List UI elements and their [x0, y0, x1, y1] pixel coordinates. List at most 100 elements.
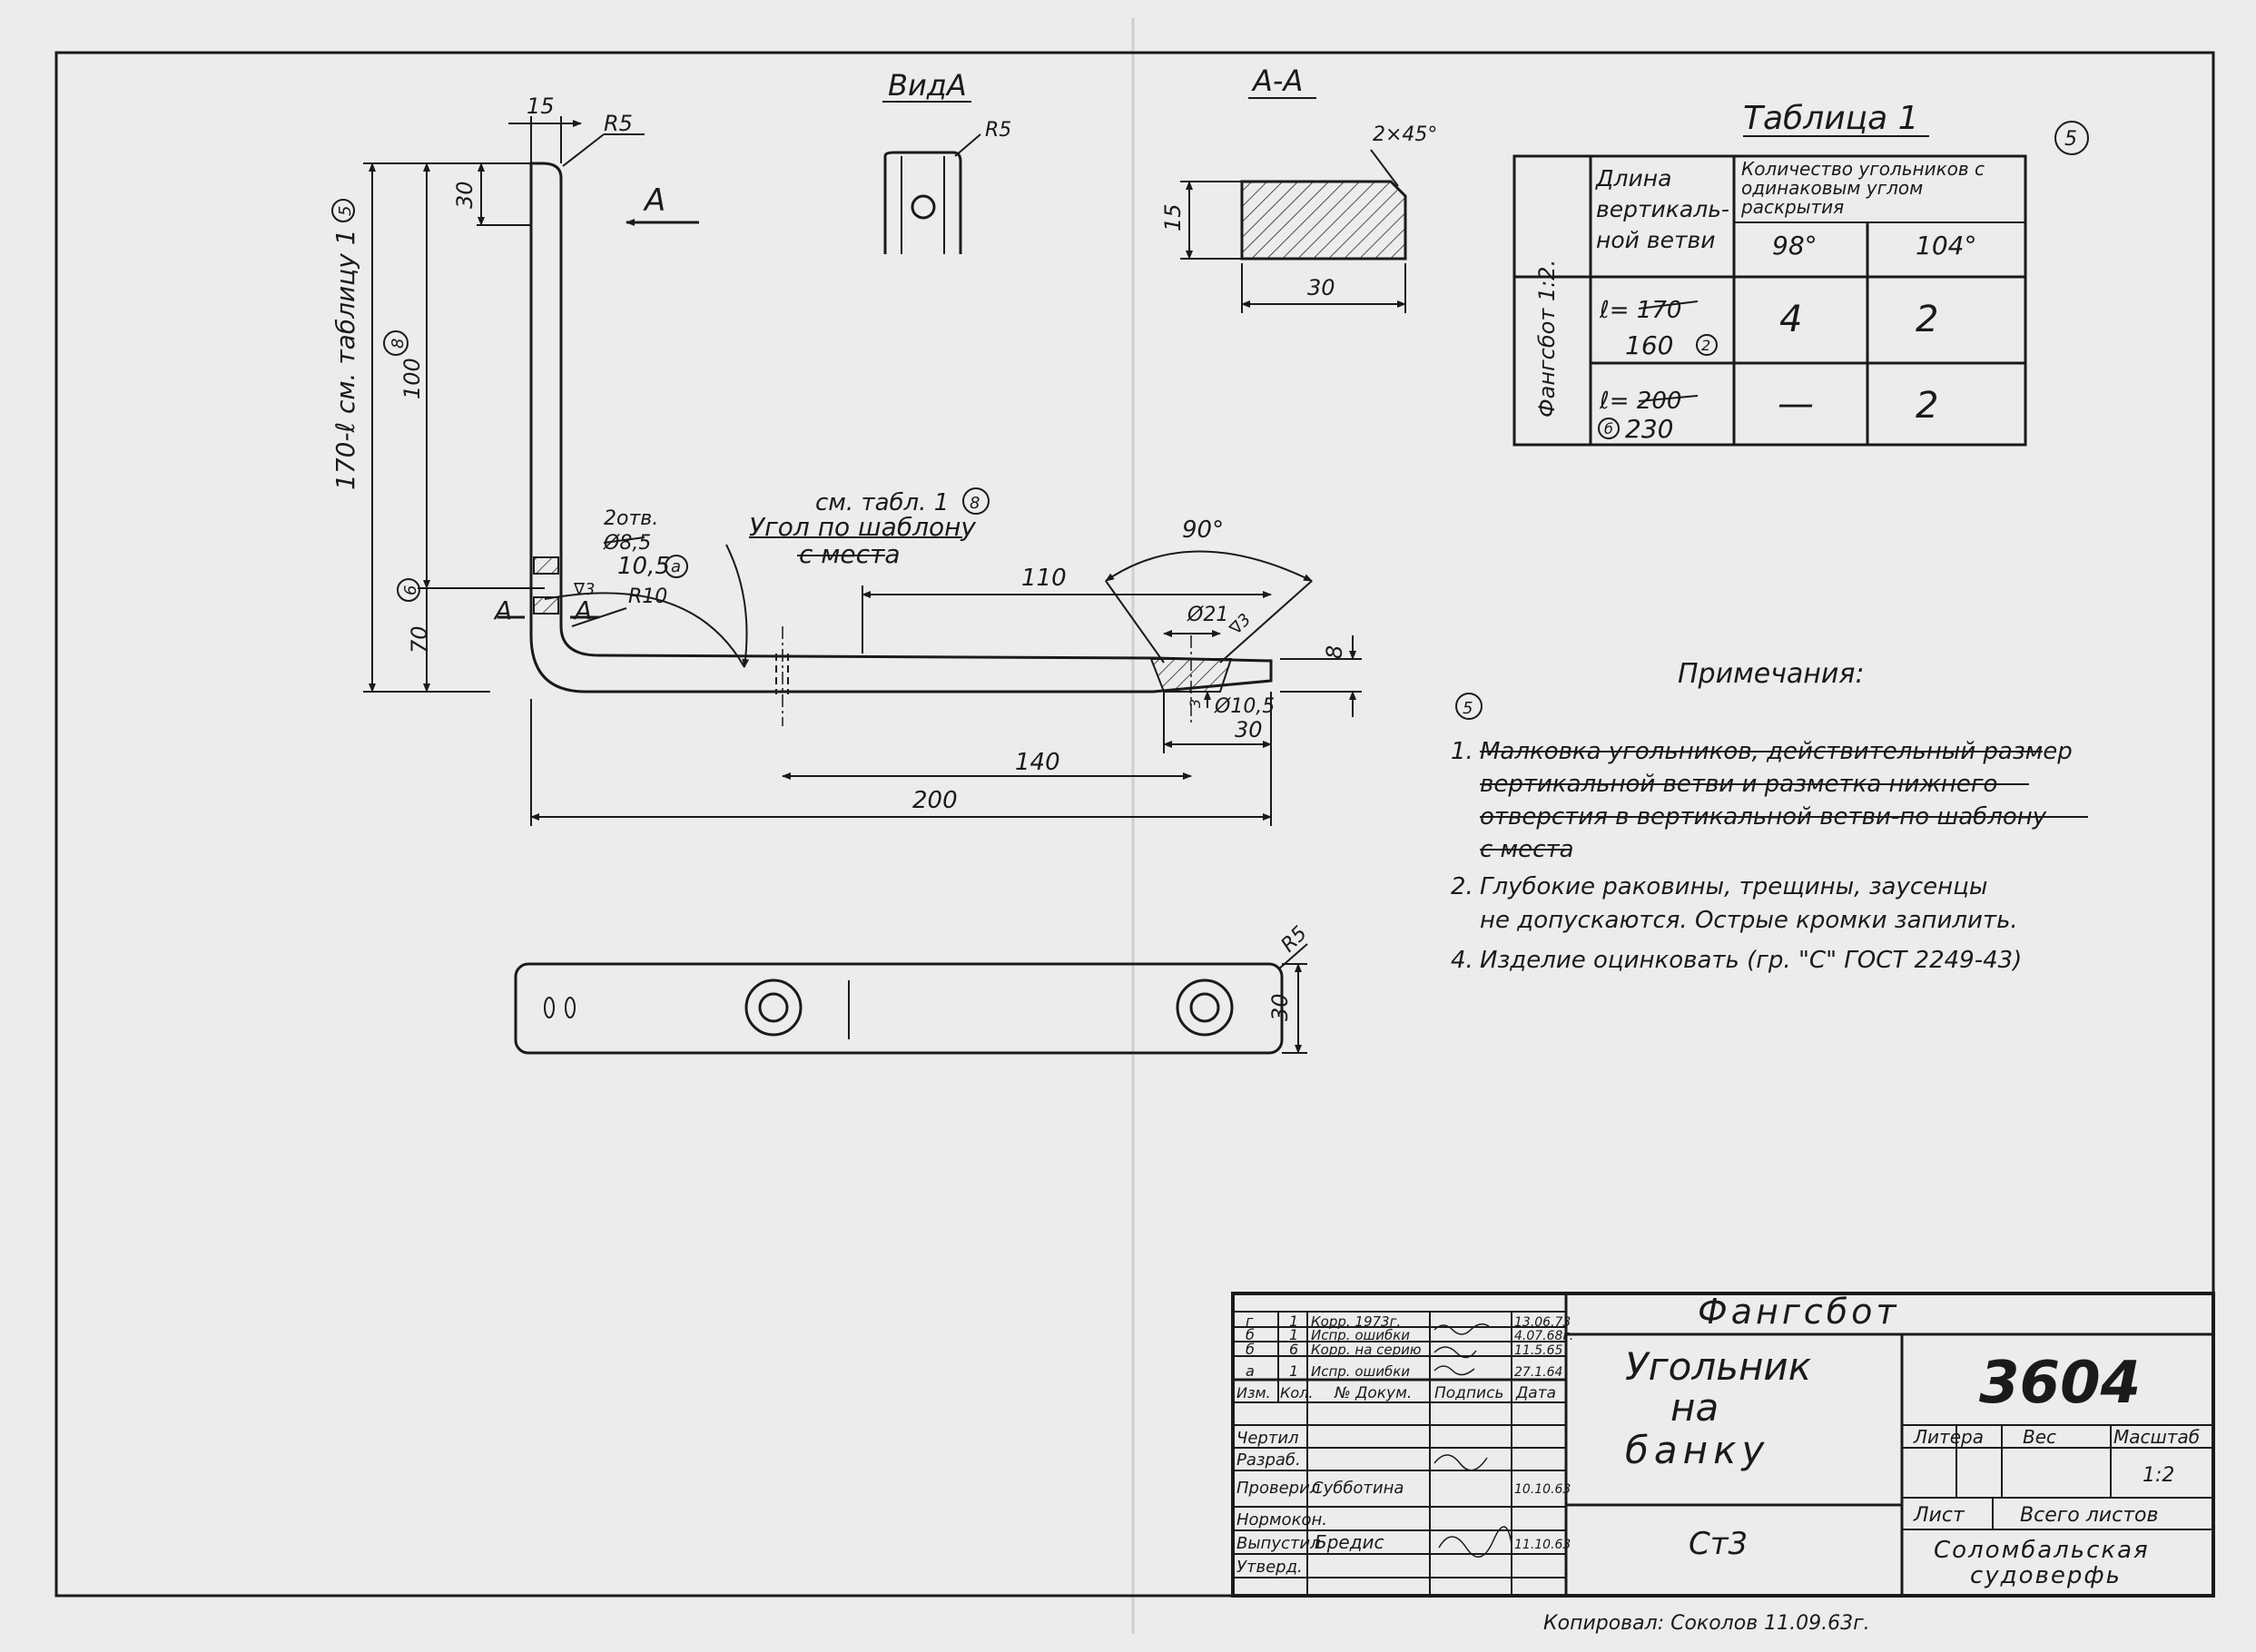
plan-dim-30: 30 [1267, 993, 1293, 1021]
rev-1-izm: г [1246, 1313, 1254, 1330]
part-name-1: Угольник [1625, 1344, 1812, 1389]
section-mark-right: A [573, 595, 592, 625]
role-developed: Разраб. [1236, 1450, 1301, 1470]
note-2-line-1: Глубокие раковины, трещины, заусенцы [1480, 873, 1987, 900]
rev-4-doc: Испр. ошибки [1311, 1363, 1410, 1380]
rev-header-sign: Подпись [1434, 1384, 1503, 1402]
role-checked-date: 10.10.63 [1514, 1482, 1571, 1497]
rev-2-izm: б [1246, 1326, 1255, 1343]
role-issued-name: Бредис [1315, 1531, 1384, 1553]
title-block: Фангсбот Угольник на банку Ст3 3604 Лите… [1236, 1292, 2200, 1589]
rev-4-izm: а [1246, 1362, 1255, 1380]
dim-15-top: 15 [527, 93, 555, 119]
organization-1: Соломбальская [1934, 1537, 2150, 1564]
dim-140: 140 [1015, 749, 1060, 776]
rev-header-izm: Изм. [1236, 1384, 1271, 1401]
role-checked-name: Субботина [1312, 1479, 1404, 1498]
weight-label: Вес [2023, 1426, 2056, 1448]
table1-row1-c104: 2 [1916, 299, 1938, 340]
table1-length-header: Длина вертикаль- ной ветви [1596, 165, 1729, 253]
dim-200: 200 [912, 787, 958, 814]
drawing-frame [54, 51, 2215, 1598]
angle-template-note-2: с места [799, 539, 901, 569]
rev-2-date: 4.07.68г. [1514, 1329, 1573, 1343]
part-name-3: банку [1625, 1428, 1769, 1472]
rev-3-date: 11.5.65 [1514, 1343, 1563, 1358]
litera-label: Литера [1913, 1426, 1984, 1448]
role-normcontrol: Нормокон. [1236, 1510, 1327, 1529]
sheet-label: Лист [1913, 1504, 1965, 1527]
hole-count: 2отв. [604, 507, 658, 530]
table1-rev-mark: 5 [2064, 128, 2077, 151]
table1-grid [1512, 154, 2027, 447]
circle-8-side: 8 [389, 339, 408, 349]
plan-view-drawing [514, 943, 1308, 1055]
rev-3-doc: Корр. на серию [1311, 1342, 1422, 1358]
rev-3-kol: 6 [1289, 1341, 1298, 1358]
angle-bracket-elevation [529, 162, 1273, 726]
hole-dia-new: 10,5 [617, 553, 670, 580]
title-block-grid [1231, 1292, 2215, 1598]
rev-header-doc: № Докум. [1334, 1384, 1412, 1402]
table1-row1-mark: 2 [1701, 337, 1710, 354]
role-issued: Выпустил [1236, 1534, 1321, 1553]
circle-8-note: 8 [970, 494, 980, 513]
material: Ст3 [1689, 1526, 1748, 1562]
dimension-labels: 15 R5 30 170-ℓ см. таблицу 1 5 8 100 70 … [330, 93, 1437, 1021]
section-mark-left: A [493, 595, 512, 625]
rev-header-date: Дата [1515, 1384, 1556, 1402]
table1-angle-104: 104° [1916, 231, 1976, 261]
role-checked: Проверил [1236, 1479, 1320, 1498]
part-name-2: на [1670, 1385, 1719, 1430]
dim-d21: Ø21 [1187, 604, 1228, 626]
organization-2: судоверфь [1970, 1562, 2122, 1589]
section-title: A-A [1251, 64, 1303, 98]
dim-r5-top: R5 [604, 111, 633, 136]
role-approved: Утверд. [1236, 1558, 1303, 1577]
table1-row1-len-old: ℓ= 170 [1599, 297, 1681, 324]
hole-dia-old: Ø8,5 [603, 532, 651, 555]
view-a-title: ВидА [888, 68, 967, 103]
dim-3: 3 [1187, 699, 1204, 708]
rev-1-date: 13.06.73 [1514, 1315, 1571, 1330]
dim-70: 70 [407, 625, 432, 654]
notes: Примечания: 5 1. Малковка угольников, де… [1451, 658, 2088, 974]
section-a-a-drawing [1180, 149, 1407, 313]
rev-1-kol: 1 [1289, 1313, 1298, 1330]
dim-100: 100 [399, 358, 425, 399]
rev-2-doc: Испр. ошибки [1311, 1327, 1410, 1343]
copied-by: Копировал: Соколов 11.09.63г. [1543, 1612, 1870, 1635]
table1-row2-c98: — [1778, 383, 1814, 425]
table1-row1-len-new: 160 [1625, 330, 1673, 360]
role-issued-date: 11.10.63 [1514, 1538, 1571, 1552]
sheets-total-label: Всего листов [2020, 1504, 2158, 1527]
dim-110: 110 [1021, 565, 1067, 592]
rev-1-doc: Корр. 1973г. [1311, 1313, 1401, 1330]
table1-title: Таблица 1 [1743, 100, 1919, 137]
table1-count-header: Количество угольников с одинаковым углом… [1741, 158, 1985, 218]
note-2-line-2: не допускаются. Острые кромки запилить. [1480, 907, 2018, 934]
note-see-table: см. табл. 1 [815, 489, 949, 516]
table1: Таблица 1 5 Длина вертикаль- ной ветви К… [1534, 100, 2089, 444]
view-a-r5: R5 [985, 119, 1011, 142]
note-2-number: 2. [1451, 873, 1473, 900]
dim-8: 8 [1322, 645, 1347, 659]
table1-row2-mark: б [1604, 420, 1613, 438]
chamfer-2x45: 2×45° [1373, 123, 1437, 146]
rev-4-kol: 1 [1289, 1362, 1298, 1380]
scale-value: 1:2 [2143, 1464, 2174, 1487]
section-dim-30: 30 [1307, 275, 1335, 300]
dim-length-side: 170-ℓ см. таблицу 1 [330, 229, 360, 490]
table1-row1-c98: 4 [1779, 299, 1802, 340]
dim-30-bottom: 30 [1235, 717, 1263, 742]
rev-4-date: 27.1.64 [1514, 1365, 1562, 1380]
rev-header-kol: Кол. [1280, 1384, 1313, 1401]
elevation-dimensions [363, 116, 1362, 826]
scale-label: Масштаб [2113, 1426, 2200, 1448]
hole-rev-mark: а [671, 557, 681, 576]
notes-rev-mark: 5 [1463, 699, 1473, 718]
surface-mark-1: ∇3 [573, 580, 596, 599]
notes-title: Примечания: [1678, 658, 1865, 690]
